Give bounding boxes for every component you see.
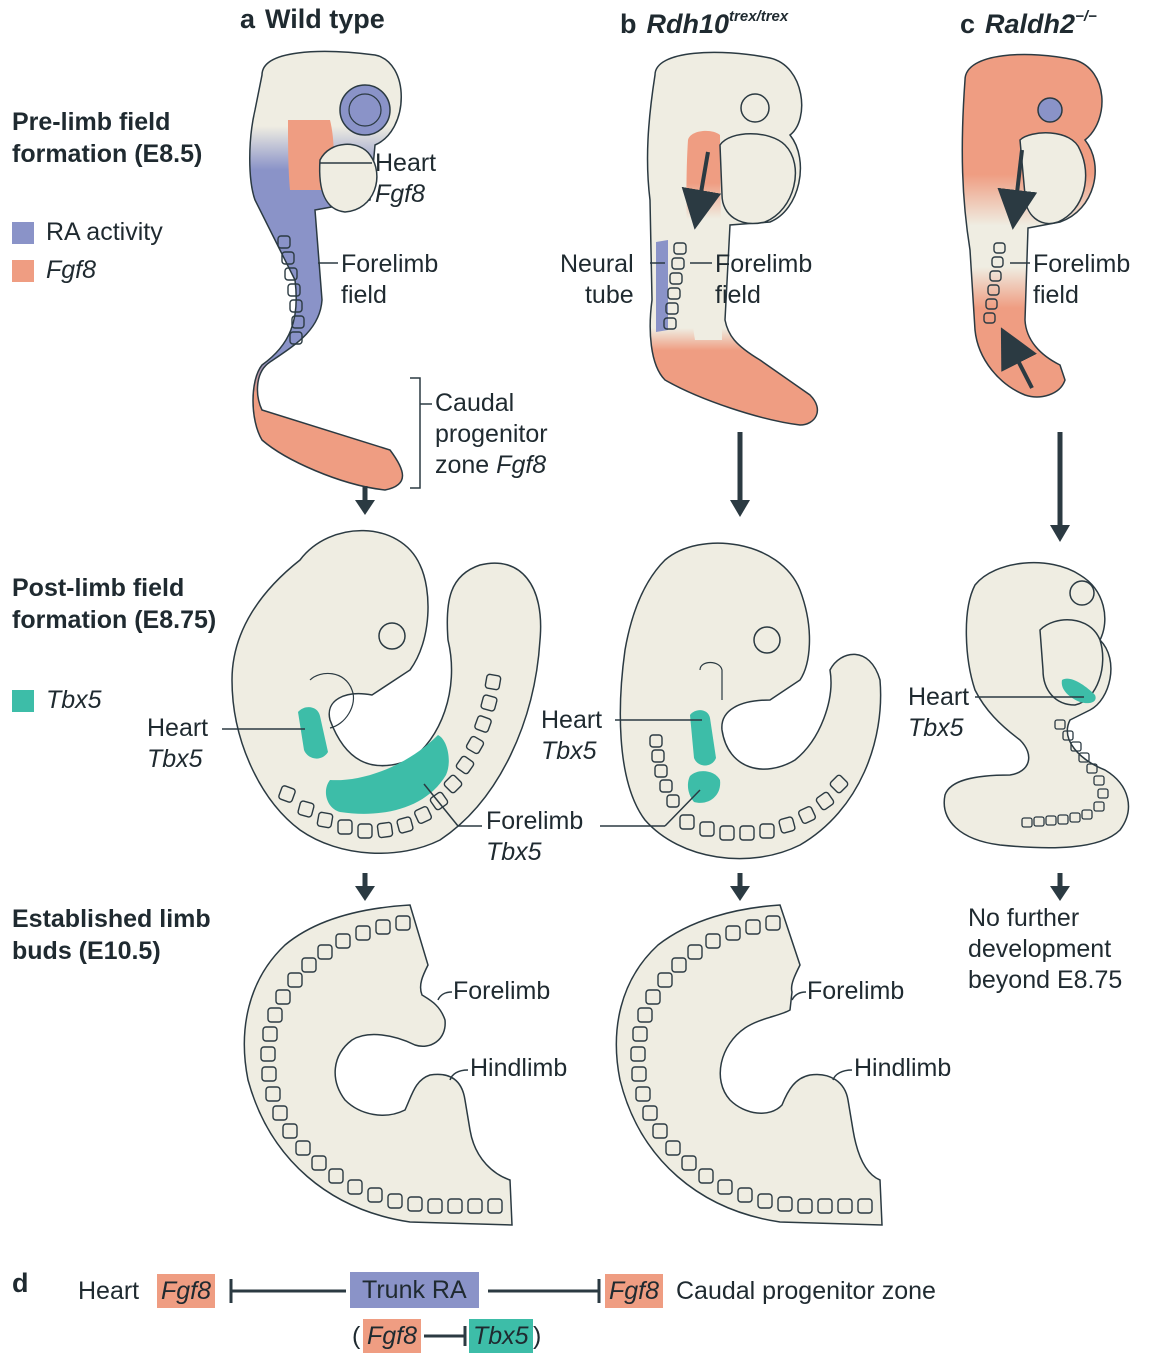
ra-swatch: [12, 222, 34, 244]
panel-d-tbx5: Tbx5: [469, 1319, 533, 1353]
legend-ra: RA activity: [12, 218, 163, 247]
panel-d-caudal-zone: Caudal progenitor zone: [676, 1276, 936, 1306]
legend-fgf8: Fgf8: [12, 256, 96, 285]
panel-d-open-paren: (: [352, 1321, 360, 1351]
panel-d-trunk-ra: Trunk RA: [350, 1272, 479, 1308]
label-forelimb-b3: Forelimb: [807, 976, 904, 1007]
panel-d-caudal-fgf8: Fgf8: [605, 1274, 663, 1308]
legend-fgf8-label: Fgf8: [46, 256, 96, 285]
panel-d-heart-fgf8: Fgf8: [157, 1274, 215, 1308]
row-label-established: Established limb buds (E10.5): [12, 903, 242, 967]
panel-d-heart: Heart: [78, 1276, 139, 1306]
embryo-b-e105: [616, 905, 882, 1225]
tbx5-swatch: [12, 690, 34, 712]
transition-arrows-2: [355, 873, 1070, 901]
row-label-pre-limb: Pre-limb field formation (E8.5): [12, 106, 242, 170]
label-forelimb-a3: Forelimb: [453, 976, 550, 1007]
embryo-c-e875: [944, 563, 1128, 848]
row-label-post-limb: Post-limb field formation (E8.75): [12, 572, 242, 636]
legend-ra-label: RA activity: [46, 218, 163, 247]
embryo-b-e85: [648, 52, 818, 425]
panel-d-letter: d: [12, 1268, 29, 1299]
legend-tbx5: Tbx5: [12, 686, 102, 715]
legend-tbx5-label: Tbx5: [46, 686, 102, 715]
label-hindlimb-b3: Hindlimb: [854, 1053, 951, 1084]
panel-d-fgf8-small: Fgf8: [363, 1319, 421, 1353]
label-hindlimb-a3: Hindlimb: [470, 1053, 567, 1084]
panel-d-close-paren: ): [533, 1321, 541, 1351]
embryo-b-e875: [620, 543, 880, 859]
embryo-a-e875: [232, 531, 541, 854]
fgf8-swatch: [12, 260, 34, 282]
embryo-c-e85: [962, 55, 1102, 397]
